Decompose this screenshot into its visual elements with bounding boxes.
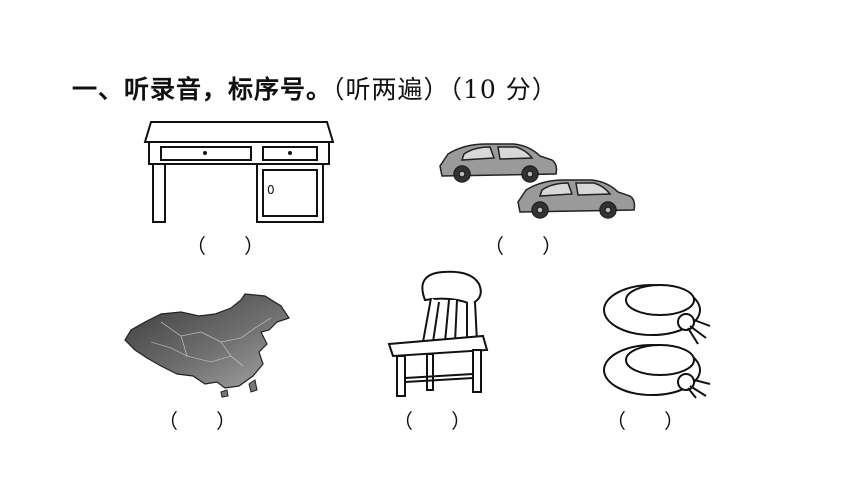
question-heading: 一、听录音，标序号。（听两遍）（10 分） (72, 70, 558, 106)
desk-picture: 0 (143, 120, 335, 224)
chair-picture (387, 270, 493, 400)
desk-icon: 0 (143, 121, 335, 223)
cars-picture (434, 138, 644, 220)
hats-picture (600, 282, 718, 400)
hats-icon (603, 284, 711, 399)
cars-icon (439, 143, 636, 219)
chair-icon (387, 270, 489, 397)
answer-blank-chair[interactable]: （ ） (393, 409, 472, 433)
answer-blank-desk[interactable]: （ ） (186, 234, 265, 258)
question-instruction: 一、听录音，标序号。 (72, 75, 333, 104)
answer-blank-cars[interactable]: （ ） (484, 234, 563, 258)
answer-blank-map[interactable]: （ ） (158, 409, 237, 433)
question-note: （听两遍）（10 分） (332, 75, 558, 104)
china-map-icon (124, 293, 290, 398)
svg-text:0: 0 (267, 183, 275, 197)
china-map-picture (121, 292, 293, 398)
answer-blank-hats[interactable]: （ ） (606, 409, 685, 433)
